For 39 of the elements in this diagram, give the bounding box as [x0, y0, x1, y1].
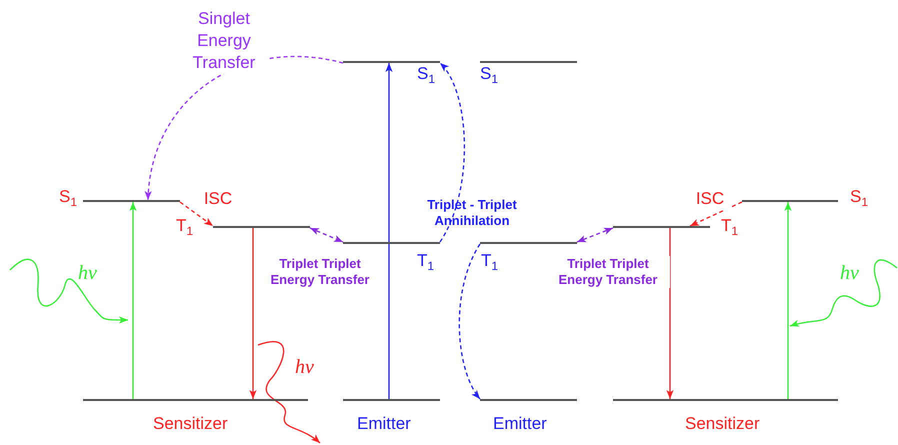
arrow	[576, 227, 614, 243]
energy-level-line	[480, 242, 577, 244]
energy-level-line	[613, 399, 838, 401]
arrow	[180, 201, 214, 227]
level-label: Sensitizer	[153, 414, 228, 434]
arrow	[784, 202, 792, 399]
arrow	[385, 63, 393, 399]
energy-level-line	[480, 61, 577, 63]
energy-level-line	[343, 61, 440, 63]
arrow	[666, 228, 674, 399]
arrow	[129, 202, 137, 399]
arrow	[439, 62, 466, 242]
process-label: Triplet - Triplet Annihilation	[426, 197, 518, 229]
level-label: S$_{1}$	[850, 187, 868, 209]
arrow	[690, 201, 742, 227]
arrow	[249, 228, 257, 399]
level-label: S$_{1}$	[417, 64, 436, 86]
photon-symbol: hν	[840, 262, 859, 285]
level-label: Sensitizer	[685, 414, 760, 434]
level-label: T$_{1}$	[176, 216, 194, 238]
arrow	[458, 244, 481, 400]
photon-symbol: hν	[78, 262, 97, 285]
energy-level-line	[213, 226, 310, 228]
energy-level-line	[83, 399, 308, 401]
energy-level-line	[343, 242, 440, 244]
energy-level-line	[613, 226, 710, 228]
level-label: T$_{1}$	[721, 216, 738, 238]
arrow	[310, 227, 344, 243]
energy-level-line	[343, 399, 440, 401]
energy-level-line	[83, 200, 180, 202]
energy-level-line	[742, 200, 838, 202]
level-label: S$_{1}$	[480, 64, 498, 86]
level-label: T$_{1}$	[481, 251, 498, 273]
level-label: Emitter	[493, 414, 547, 434]
photon-symbol: hν	[295, 356, 314, 379]
level-label: Emitter	[357, 414, 411, 434]
energy-level-line	[480, 399, 577, 401]
level-label: T$_{1}$	[417, 251, 434, 273]
level-label: S$_{1}$	[59, 187, 78, 209]
